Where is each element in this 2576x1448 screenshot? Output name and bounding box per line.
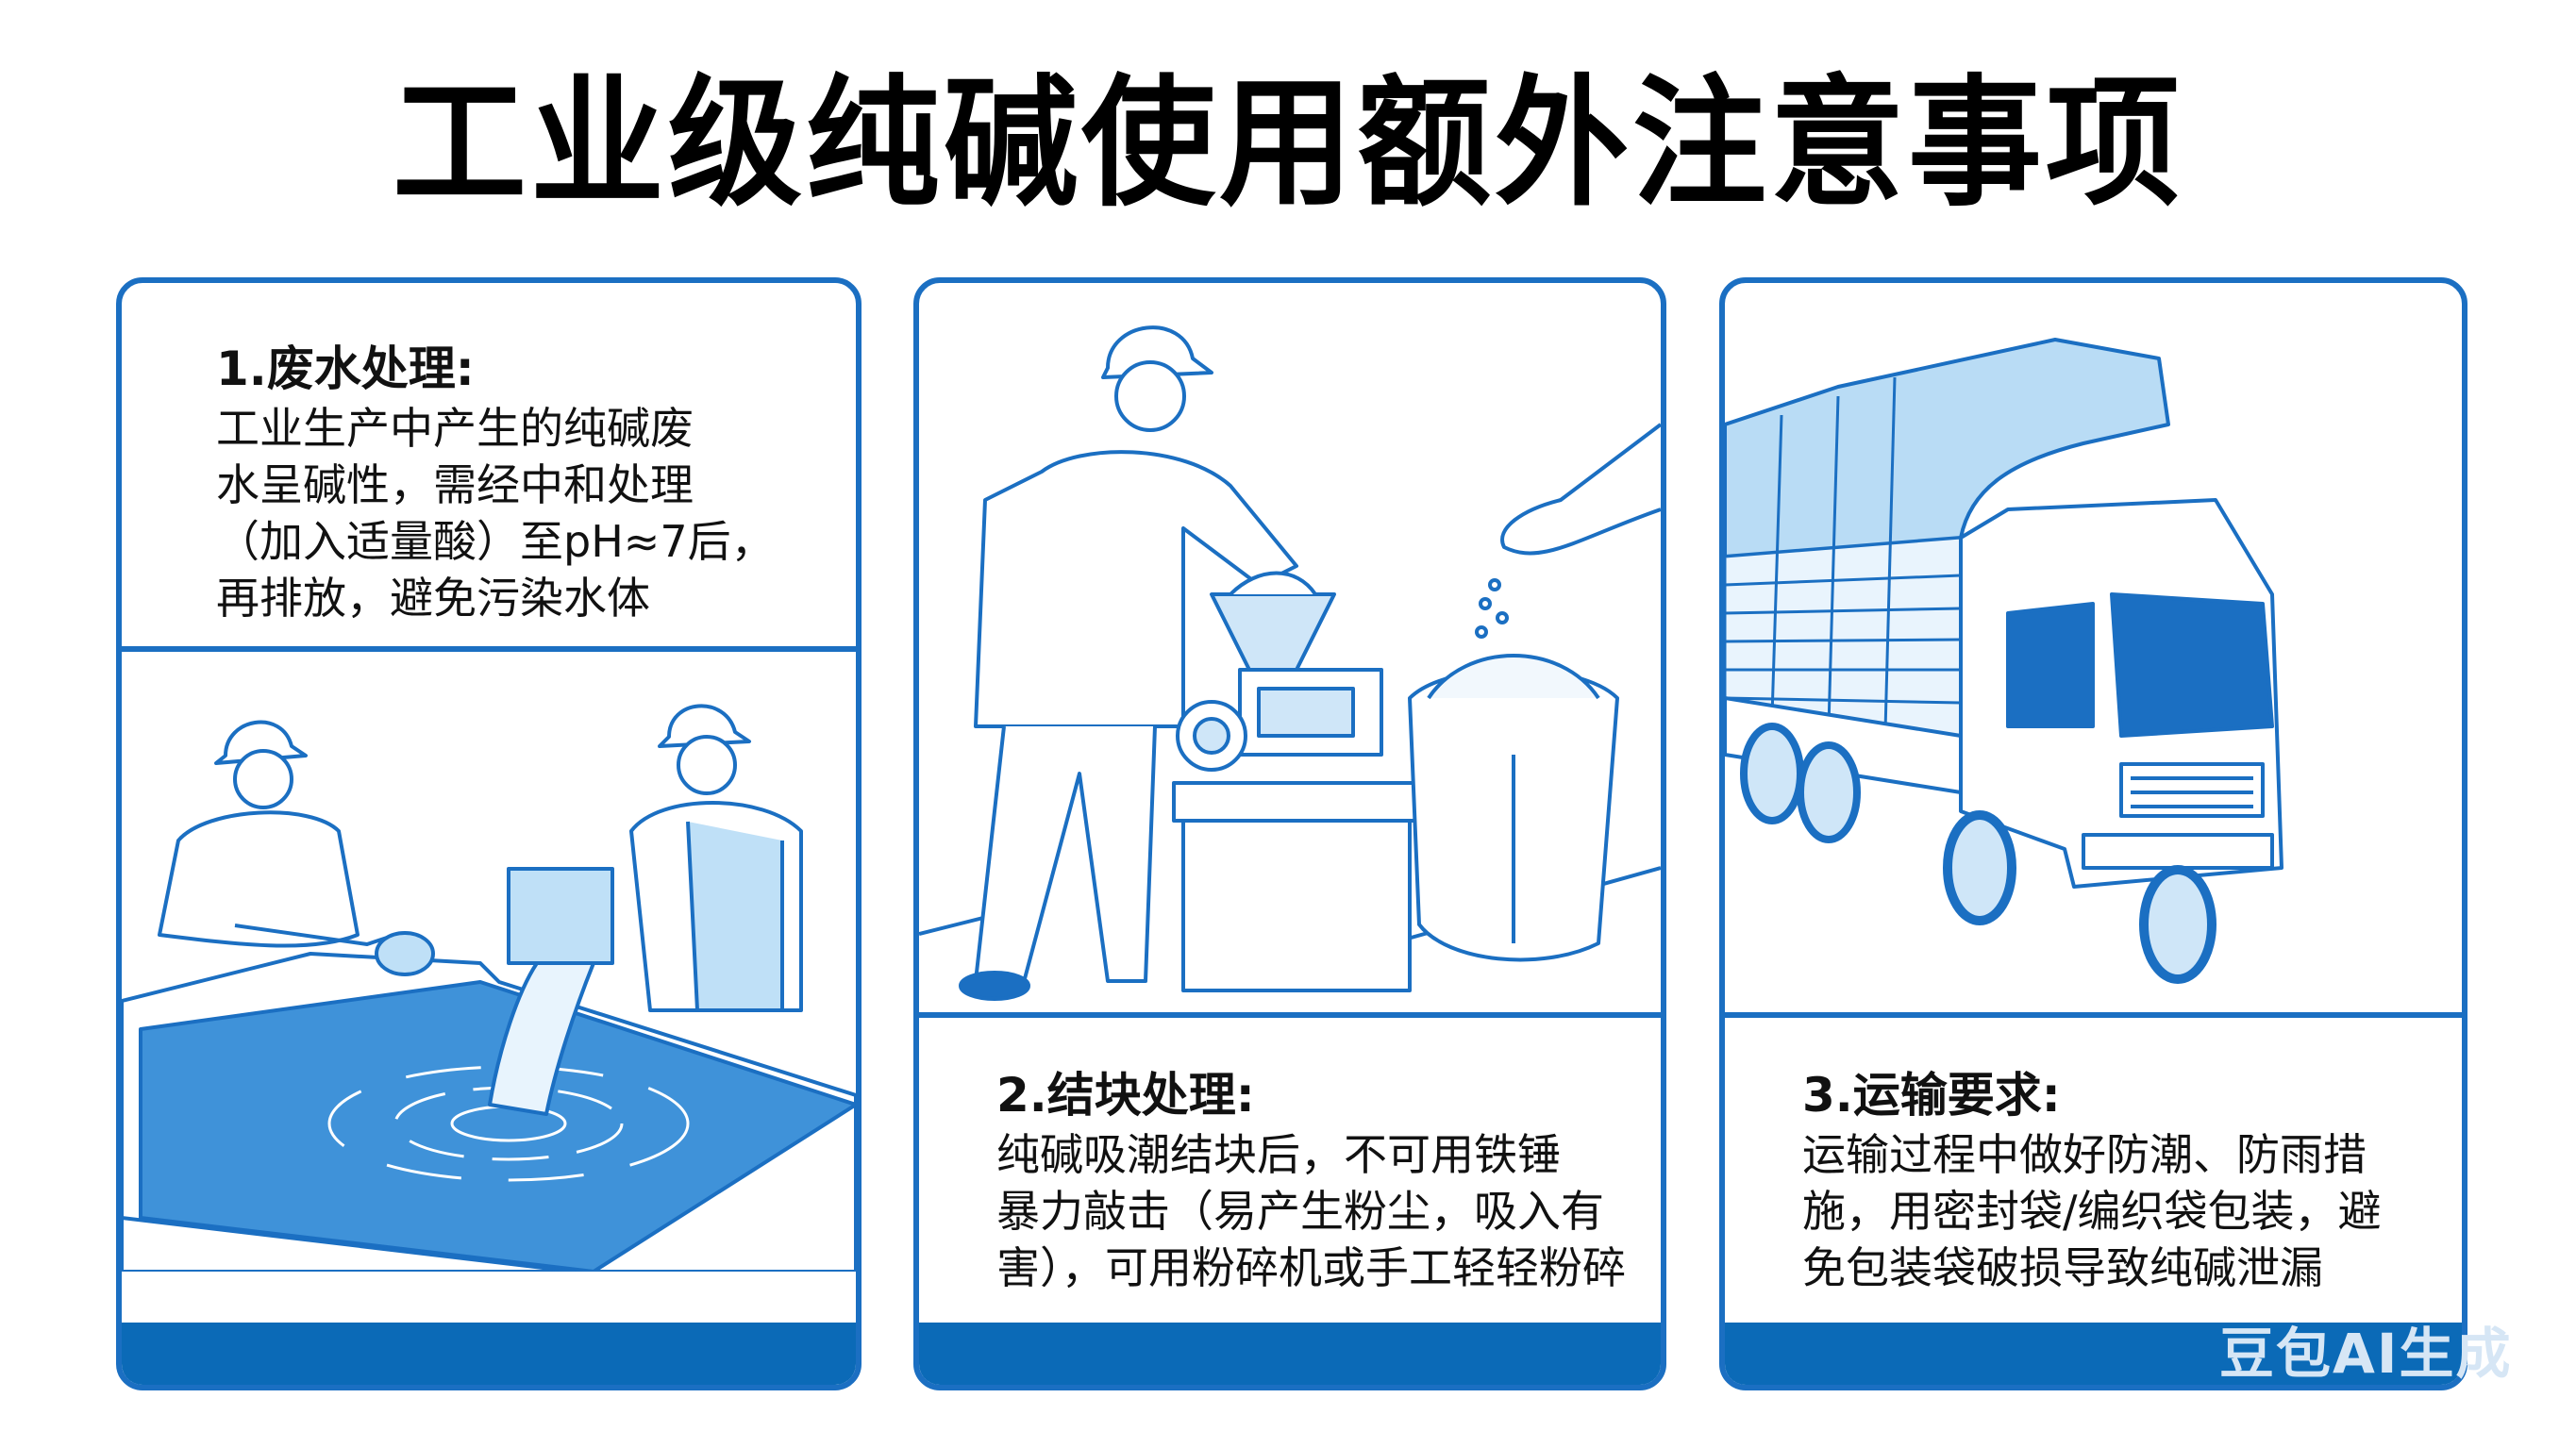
page-title: 工业级纯碱使用额外注意事项: [393, 61, 2183, 226]
panel-heading: 2.结块处理:: [996, 1068, 1255, 1123]
panel-body-line: 工业生产中产生的纯碱废: [216, 403, 694, 454]
panel-transport: 3.运输要求: 运输过程中做好防潮、防雨措 施，用密封袋/编织袋包装，避 免包装…: [1719, 277, 2467, 1390]
panel-text: 3.运输要求: 运输过程中做好防潮、防雨措 施，用密封袋/编织袋包装，避 免包装…: [1802, 1066, 2434, 1296]
panel-body-line: 害），可用粉碎机或手工轻轻粉碎: [996, 1242, 1626, 1293]
panel-bottom-bar: [1725, 1323, 2462, 1385]
panel-body-line: 水呈碱性，需经中和处理: [216, 459, 694, 510]
panel-body-line: 暴力敲击（易产生粉尘，吸入有: [996, 1186, 1604, 1237]
panel-heading: 3.运输要求:: [1802, 1068, 2061, 1123]
panel-body-line: 再排放，避免污染水体: [216, 573, 650, 624]
panel-text: 1.废水处理: 工业生产中产生的纯碱废 水呈碱性，需经中和处理 （加入适量酸）至…: [216, 340, 828, 626]
panel-body-line: 运输过程中做好防潮、防雨措: [1802, 1129, 2367, 1180]
panel-text: 2.结块处理: 纯碱吸潮结块后，不可用铁锤 暴力敲击（易产生粉尘，吸入有 害），…: [996, 1066, 1632, 1296]
panel-wastewater: 1.废水处理: 工业生产中产生的纯碱废 水呈碱性，需经中和处理 （加入适量酸）至…: [116, 277, 861, 1390]
panel-bottom-bar: [122, 1323, 856, 1385]
panel-divider: [919, 1012, 1661, 1018]
wastewater-tank-illustration-icon: [122, 652, 856, 1272]
panel-body-line: 免包装袋破损导致纯碱泄漏: [1802, 1242, 2323, 1293]
panel-body-line: 纯碱吸潮结块后，不可用铁锤: [996, 1129, 1561, 1180]
panel-heading: 1.废水处理:: [216, 341, 475, 396]
grinder-illustration-icon: [919, 283, 1661, 1012]
panel-divider: [122, 646, 856, 652]
panel-body-line: 施，用密封袋/编织袋包装，避: [1802, 1186, 2382, 1237]
watermark: 豆包AI生成: [2219, 1322, 2513, 1386]
panel-bottom-bar: [919, 1323, 1661, 1385]
truck-illustration-icon: [1725, 283, 2462, 1012]
panel-divider: [1725, 1012, 2462, 1018]
panel-caking: 2.结块处理: 纯碱吸潮结块后，不可用铁锤 暴力敲击（易产生粉尘，吸入有 害），…: [913, 277, 1666, 1390]
panel-body-line: （加入适量酸）至pH≈7后，: [216, 516, 775, 567]
